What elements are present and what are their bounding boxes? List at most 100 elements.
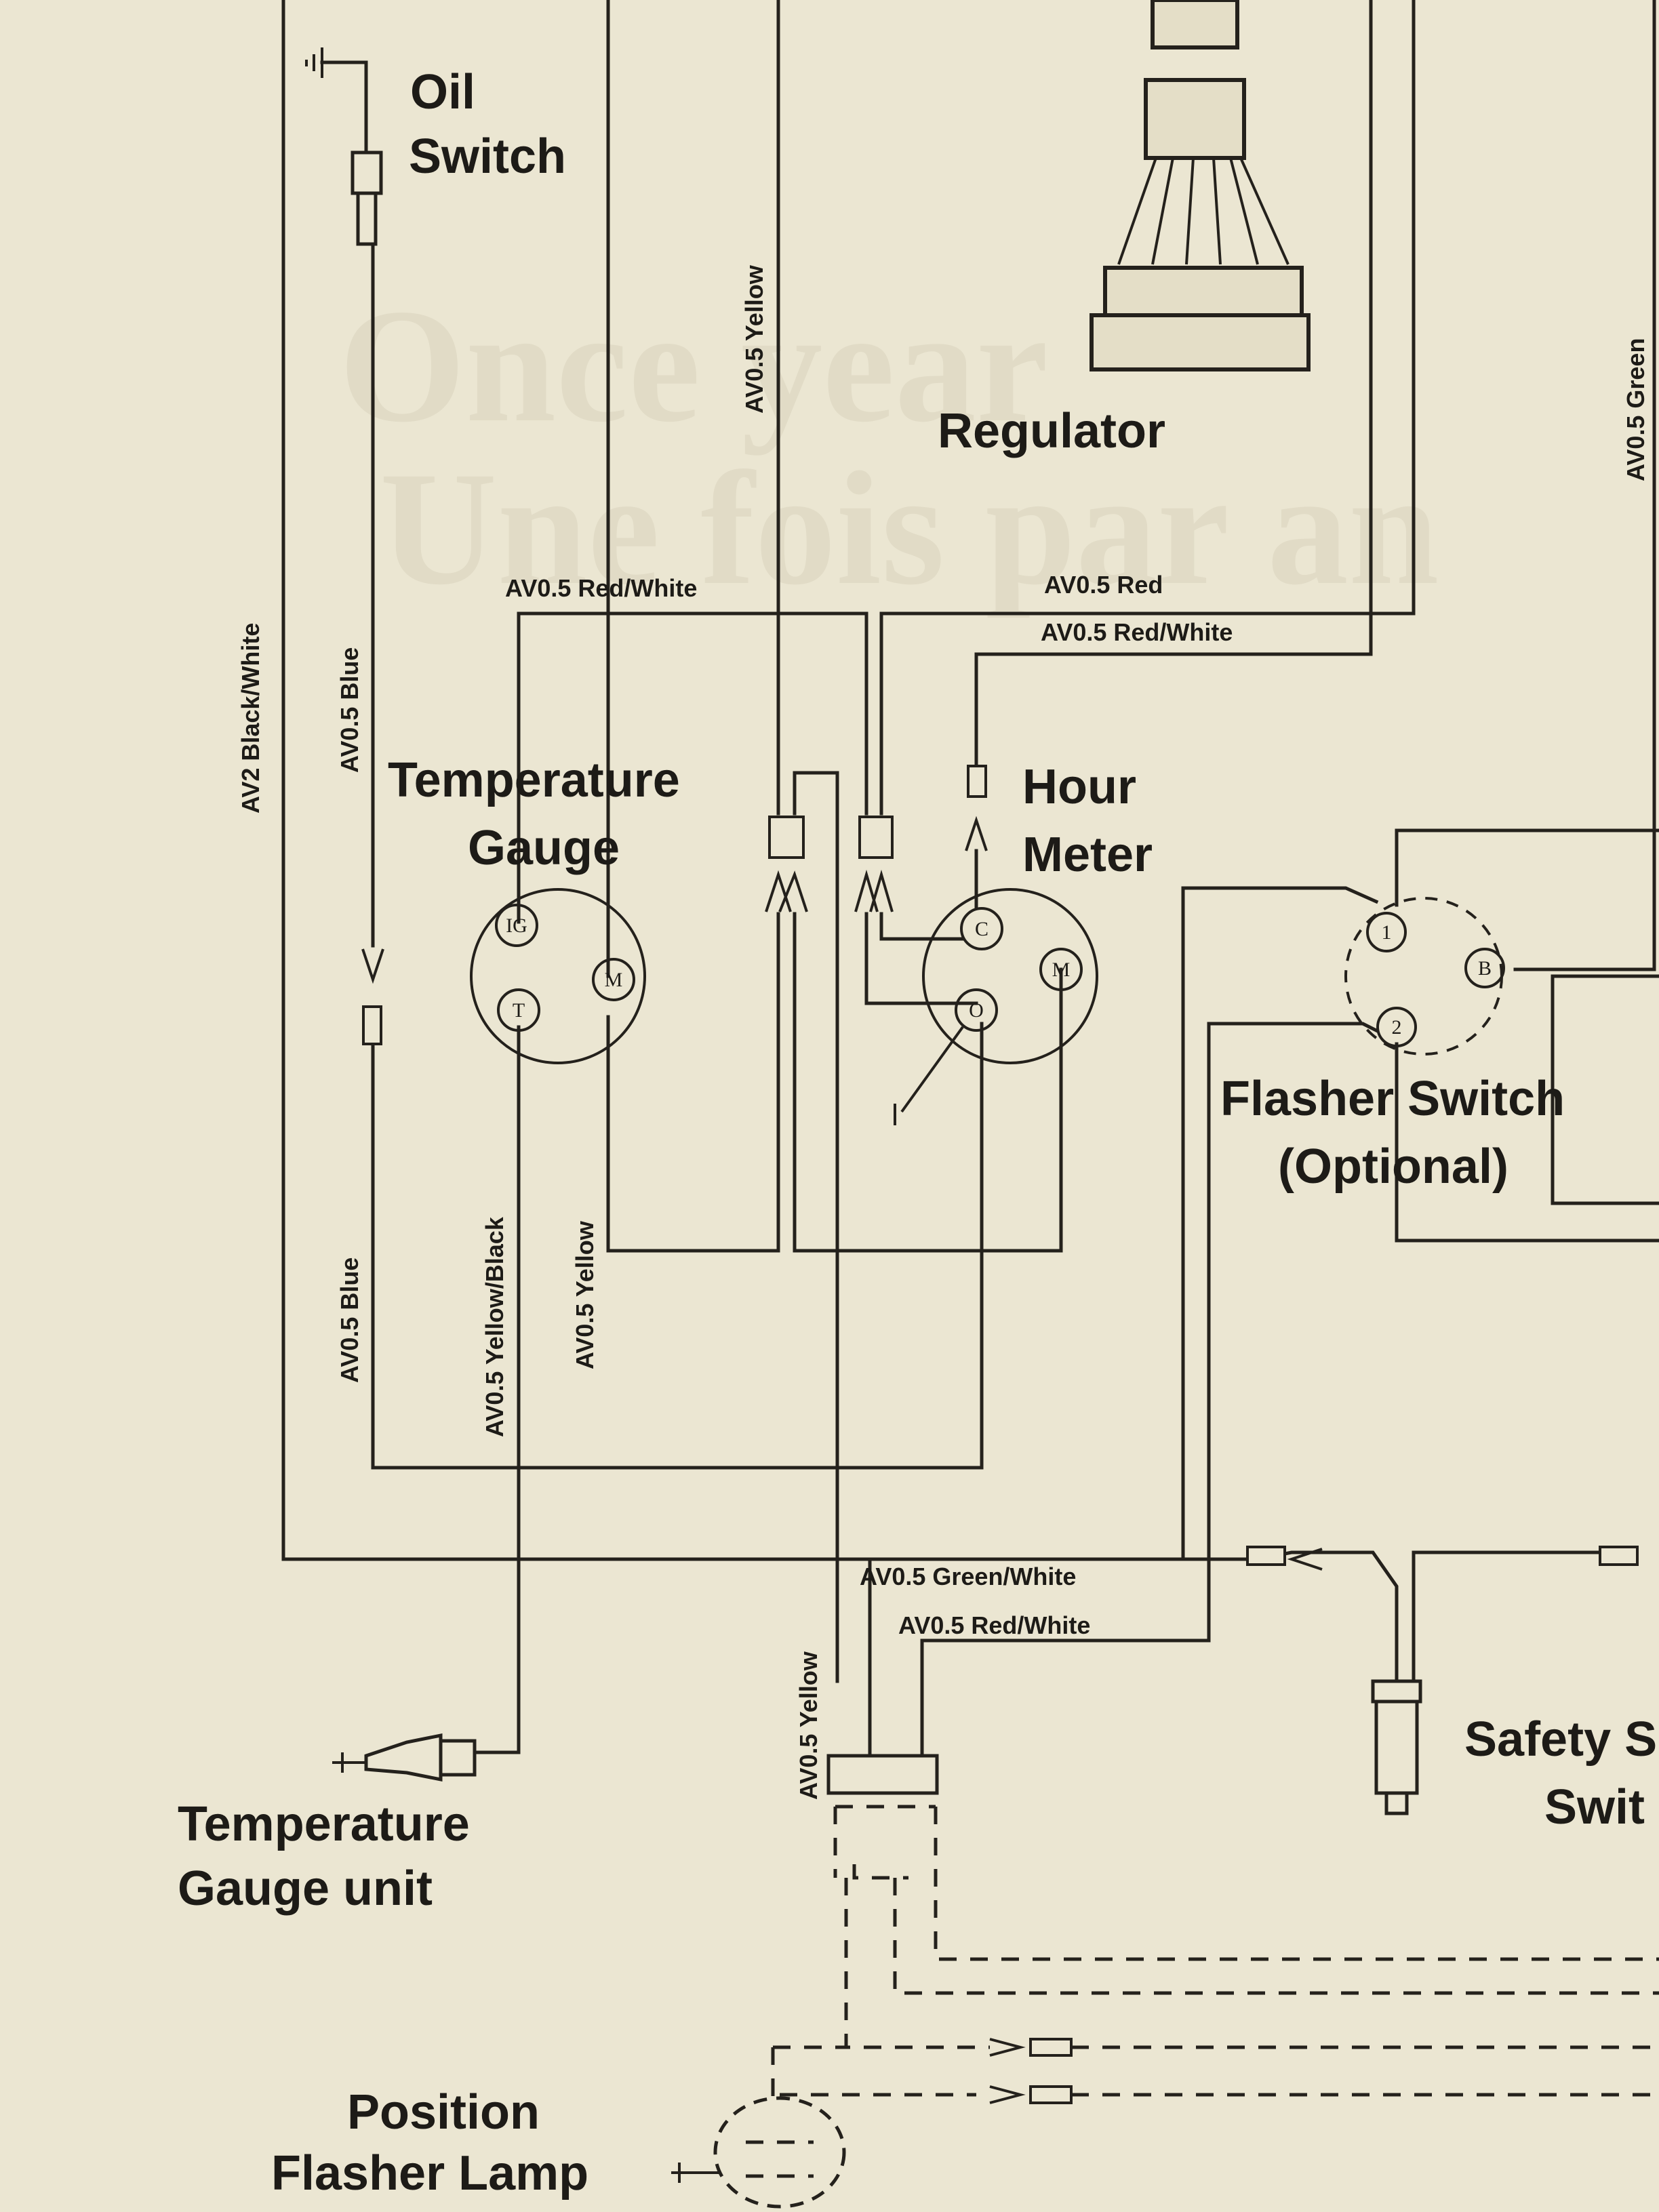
wire-av05-red-white-lower [1207,1022,1379,1643]
position-flasher-lamp-body [713,2096,846,2209]
position-flasher-lamp-ground [671,2163,719,2183]
wire-label-yellow-mid: AV0.5 Yellow [571,1220,599,1369]
oil-switch-stem [356,191,378,246]
connector-lamp-1 [1029,2038,1073,2057]
label-safety-switch-1: Safety S [1464,1712,1657,1767]
flasher-switch-1-label: 1 [1382,921,1392,944]
coupler-hour-meter-arrow [965,816,988,851]
coupler-yellow-arrows [765,870,808,912]
temperature-gauge-ig-label: IG [506,914,527,937]
flasher-switch-b-label: B [1478,957,1492,980]
label-flasher-switch-1: Flasher Switch [1220,1072,1565,1126]
label-hour-meter-2: Meter [1022,828,1153,882]
temperature-gauge-m-label: M [605,969,623,991]
flasher-switch-terminal-2 [1376,1007,1417,1047]
regulator-leads [1117,157,1290,265]
show-through-text: Once year Une fois par an [339,275,1439,618]
oil-switch-body [351,150,383,195]
hour-meter-ground-lead [894,1026,964,1125]
label-temperature-gauge-unit-2: Gauge unit [178,1862,433,1916]
wire-label-yellow-black: AV0.5 Yellow/Black [481,1216,508,1437]
label-temperature-gauge-1: Temperature [388,753,680,807]
wire-av2-black-white [281,0,1260,1561]
ghost-line-2: Une fois par an [380,438,1439,618]
connectors [361,765,1639,2104]
wire-safety-switch [1256,1550,1629,1683]
hour-meter-m-label: M [1052,959,1071,981]
wire-label-green: AV0.5 Green [1622,338,1650,481]
wire-label-red-white-right: AV0.5 Red/White [1041,618,1233,646]
label-hour-meter-1: Hour [1022,760,1136,814]
wire-av05-red-white-right [974,0,1373,910]
flasher-switch-terminal-b [1464,948,1505,988]
safety-switch-stem [1384,1791,1409,1815]
temperature-gauge-terminal-ig [495,904,538,947]
label-temperature-gauge-2: Gauge [468,821,620,875]
label-safety-switch-2: Swit [1544,1780,1645,1834]
label-oil-switch-1: Oil [410,65,475,119]
label-flasher-switch-2: (Optional) [1278,1140,1508,1194]
temperature-gauge-unit-ground [332,1752,366,1773]
coupler-lamp-1-arrow [989,2038,1026,2057]
wire-lower-bundle [868,1557,1211,1758]
connector-blue [362,1005,382,1045]
oil-switch-ground-symbol [305,47,323,78]
wire-label-yellow-bottom: AV0.5 Yellow [795,1651,822,1800]
coupler-main-ground-arrow [1287,1548,1323,1571]
wire-label-green-white: AV0.5 Green/White [860,1563,1076,1590]
wire-label-red-white-upper: AV0.5 Red/White [505,574,697,602]
hour-meter-c-label: C [975,918,988,940]
flasher-switch-2-label: 2 [1392,1016,1402,1039]
temperature-gauge-terminal-m [592,958,635,1001]
wire-label-black-white: AV2 Black/White [237,623,264,813]
connector-lamp-harness [826,1754,939,1795]
hour-meter: C M O [894,888,1098,1125]
flasher-switch: 1 2 B [1344,897,1505,1055]
label-position-flasher-lamp-1: Position [347,2085,540,2139]
temperature-gauge-body [470,888,646,1064]
wire-av05-yellow-loop [793,771,1063,1683]
temperature-gauge-unit-nut [439,1739,477,1777]
temperature-gauge: IG M T [470,888,646,1064]
hour-meter-terminal-c [960,907,1003,950]
regulator-housing [1090,313,1311,371]
label-temperature-gauge-unit-1: Temperature [178,1797,470,1851]
connector-hour-meter [967,765,987,798]
safety-switch-body [1374,1700,1419,1795]
oil-switch [305,47,383,246]
temperature-gauge-unit-body [364,1733,443,1782]
temperature-gauge-t-label: T [513,999,525,1022]
wire-label-red: AV0.5 Red [1044,571,1163,599]
temperature-gauge-terminal-t [497,988,540,1032]
connector-right [1599,1546,1639,1566]
hour-meter-body [922,888,1098,1064]
position-flasher-lamp-filament [746,2140,814,2178]
wire-label-blue-lower: AV0.5 Blue [336,1258,363,1383]
wire-av05-yellow-top [606,0,780,1253]
wire-av05-green [1513,0,1656,971]
wire-label-blue-upper: AV0.5 Blue [336,647,363,773]
connector-yellow [768,816,805,859]
safety-switch-top [1371,1679,1422,1704]
flasher-switch-terminal-1 [1366,912,1407,952]
temperature-gauge-unit [332,1733,477,1782]
regulator-connector [1103,266,1304,317]
connector-lamp-2 [1029,2085,1073,2104]
label-regulator: Regulator [938,404,1165,458]
coupler-lamp-2-arrow [989,2085,1026,2104]
wire-av05-blue [371,242,984,1470]
regulator-top [1151,0,1239,49]
wire-av05-red-white-upper [517,611,978,1005]
wire-av05-green-white [1181,886,1379,1561]
wire-av05-yellow-black [473,1025,521,1754]
wire-av05-red [879,0,1416,941]
wire-label-red-white-lower: AV0.5 Red/White [898,1611,1090,1639]
connector-main-ground [1246,1546,1286,1566]
connector-red [858,816,894,859]
wire-labels: AV0.5 Red/White AV0.5 Red AV0.5 Red/Whit… [237,264,1650,1800]
coupler-blue-arrow [361,948,384,984]
coupler-red-arrows [854,869,894,912]
regulator-plug [1144,78,1246,160]
